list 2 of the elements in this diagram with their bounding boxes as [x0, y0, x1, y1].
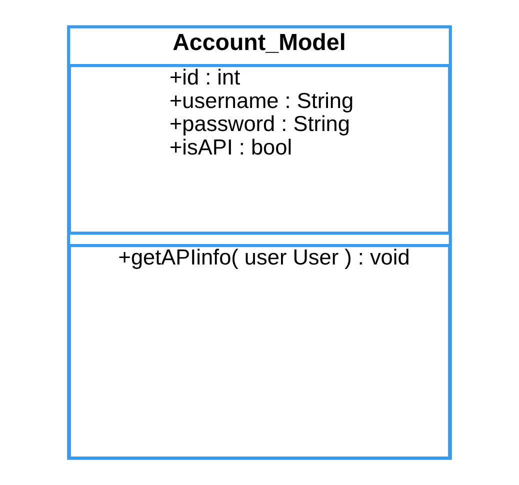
node-box: +getAPIinfo( user User ) : void	[68, 244, 452, 460]
node-box: +id : int +username : String +password : String +isAPI : bool	[68, 64, 452, 235]
